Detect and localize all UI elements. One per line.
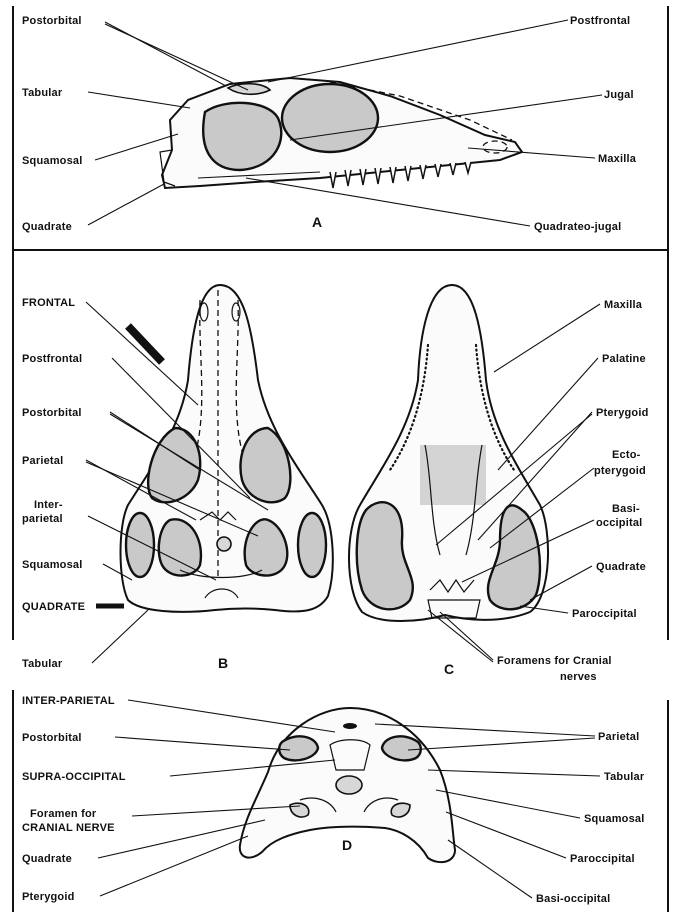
panel-c-palatal-skull bbox=[349, 285, 548, 621]
label-postorbital-b: Postorbital bbox=[22, 407, 82, 419]
label-maxilla-a: Maxilla bbox=[598, 153, 637, 165]
leader-maxilla-c bbox=[494, 304, 600, 372]
label-foramens-c-line1: Foramens for Cranial bbox=[497, 655, 612, 667]
temporal-fenestra-a bbox=[203, 103, 281, 170]
label-basi-c: Basi- bbox=[612, 503, 640, 515]
panel-b-dorsal-skull bbox=[121, 285, 333, 612]
leader-frontal-b bbox=[86, 302, 198, 405]
orbit-a bbox=[282, 84, 378, 152]
label-paroccipital-d: Paroccipital bbox=[570, 853, 635, 865]
label-paroccipital-c: Paroccipital bbox=[572, 608, 637, 620]
label-tabular-b: Tabular bbox=[22, 658, 63, 670]
label-squamosal-d: Squamosal bbox=[584, 813, 645, 825]
leader-postorbital-d bbox=[115, 737, 290, 750]
label-parietal-b-2: parietal bbox=[22, 513, 63, 525]
leader-tabular-b bbox=[92, 610, 148, 663]
label-postfrontal-a: Postfrontal bbox=[570, 15, 630, 27]
leader-postfrontal-a bbox=[268, 20, 568, 82]
label-occipital-c: occipital bbox=[596, 517, 642, 529]
pineal-foramen-b bbox=[217, 537, 231, 551]
pineal-d bbox=[343, 723, 357, 729]
label-squamosal-b: Squamosal bbox=[22, 559, 83, 571]
orbit-b-right bbox=[240, 428, 290, 502]
label-parietal-d: Parietal bbox=[598, 731, 639, 743]
leader-quadratojugal-a bbox=[246, 178, 530, 226]
label-pterygoid-c-2: pterygoid bbox=[594, 465, 646, 477]
label-squamosal-a: Squamosal bbox=[22, 155, 83, 167]
label-quadratojugal-a: Quadrateo-jugal bbox=[534, 221, 621, 233]
leader-parietal-d-2 bbox=[408, 738, 595, 750]
lateral-fenestra-b-left bbox=[126, 513, 154, 577]
panel-letter-d: D bbox=[342, 837, 352, 853]
posttemporal-fenestra-d-right bbox=[382, 736, 421, 760]
leader-postorbital-a-2 bbox=[105, 24, 248, 90]
label-foramens-c-line2: nerves bbox=[560, 671, 597, 683]
label-inter-b: Inter- bbox=[34, 499, 63, 511]
foramen-magnum-d bbox=[336, 776, 362, 794]
label-interparietal-d: INTER-PARIETAL bbox=[22, 695, 115, 707]
panel-letter-b: B bbox=[218, 655, 228, 671]
leader-tabular-a bbox=[88, 92, 190, 108]
label-ecto-c: Ecto- bbox=[612, 449, 641, 461]
label-pterygoid-d: Pterygoid bbox=[22, 891, 75, 903]
posttemporal-fenestra-d-left bbox=[279, 736, 318, 760]
label-parietal-b: Parietal bbox=[22, 455, 63, 467]
label-postfrontal-b: Postfrontal bbox=[22, 353, 82, 365]
label-palatine-c: Palatine bbox=[602, 353, 646, 365]
leader-pterygoid-d bbox=[100, 836, 248, 896]
label-postorbital-d: Postorbital bbox=[22, 732, 82, 744]
label-supraoccipital-d: SUPRA-OCCIPITAL bbox=[22, 771, 126, 783]
label-maxilla-c: Maxilla bbox=[604, 299, 643, 311]
label-basioccipital-d: Basi-occipital bbox=[536, 893, 610, 905]
leader-squamosal-d bbox=[436, 790, 580, 818]
label-frontal-b: FRONTAL bbox=[22, 297, 75, 309]
label-quadrate-b: QUADRATE bbox=[22, 601, 85, 613]
panel-letter-a: A bbox=[312, 214, 322, 230]
label-quadrate-c: Quadrate bbox=[596, 561, 646, 573]
panel-letter-c: C bbox=[444, 661, 454, 677]
leader-squamosal-a bbox=[95, 134, 178, 160]
label-quadrate-a: Quadrate bbox=[22, 221, 72, 233]
leader-tabular-d bbox=[428, 770, 600, 776]
label-postorbital-a: Postorbital bbox=[22, 15, 82, 27]
label-pterygoid-c: Pterygoid bbox=[596, 407, 649, 419]
label-jugal-a: Jugal bbox=[604, 89, 634, 101]
label-tabular-a: Tabular bbox=[22, 87, 63, 99]
leader-palatine-c bbox=[498, 358, 598, 470]
label-foramen-d-line2: CRANIAL NERVE bbox=[22, 822, 115, 834]
label-tabular-d: Tabular bbox=[604, 771, 645, 783]
lateral-fenestra-b-right bbox=[298, 513, 326, 577]
leader-interparietal-d bbox=[128, 700, 335, 732]
leader-basioccipital-d bbox=[448, 840, 532, 898]
leader-quadrate-a bbox=[88, 184, 164, 225]
label-foramen-d-line1: Foramen for bbox=[30, 808, 97, 820]
leader-postorbital-a-1 bbox=[105, 22, 226, 86]
label-quadrate-d: Quadrate bbox=[22, 853, 72, 865]
